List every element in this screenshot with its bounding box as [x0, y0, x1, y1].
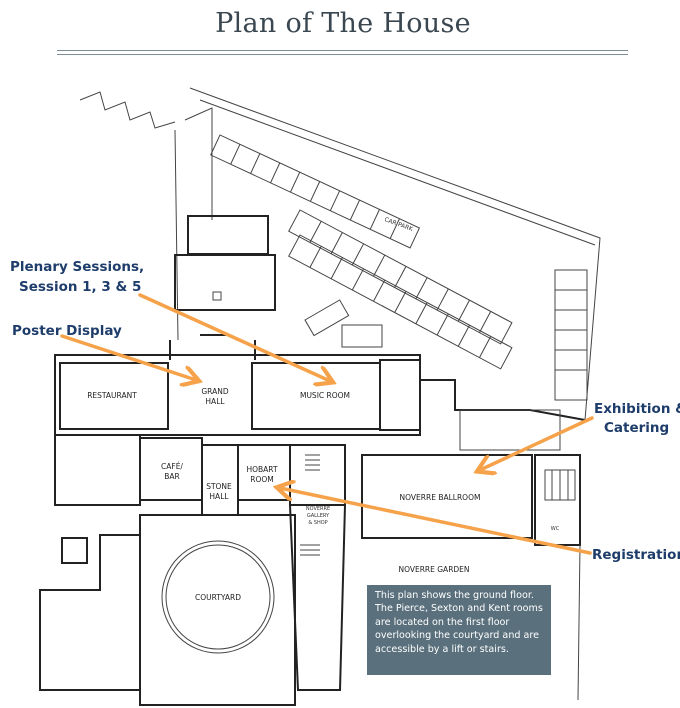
- label-gallery-2: GALLERY: [307, 513, 330, 519]
- label-grand-hall-1: GRAND: [201, 387, 228, 396]
- southwest-annex: [61, 537, 88, 564]
- label-stone-1: STONE: [206, 482, 232, 491]
- lodge-building: [187, 215, 269, 255]
- title-rule-top: [57, 50, 628, 51]
- street-edge: [79, 91, 176, 129]
- arrow-poster-display: [60, 334, 196, 380]
- page-title: Plan of The House: [215, 8, 471, 39]
- label-gallery-1: NOVERRE: [306, 506, 330, 512]
- car-park-inner: [199, 99, 596, 246]
- wc-block: [459, 409, 561, 451]
- car-park-west: [174, 107, 213, 341]
- label-wc: WC: [551, 526, 560, 532]
- info-box: This plan shows the ground floor. The Pi…: [367, 585, 551, 675]
- label-ballroom: NOVERRE BALLROOM: [400, 493, 481, 502]
- label-grand-hall-2: HALL: [205, 397, 225, 406]
- callout-plenary-2: Session 1, 3 & 5: [19, 279, 141, 295]
- callout-plenary-1: Plenary Sessions,: [10, 259, 144, 275]
- label-hobart-1: HOBART: [246, 465, 277, 474]
- courtyard-circle: [161, 540, 275, 654]
- callout-poster: Poster Display: [12, 323, 122, 339]
- callout-exhibition-1: Exhibition &: [594, 401, 680, 417]
- callout-registration: Registration: [592, 547, 680, 563]
- east-boundary: [577, 544, 581, 701]
- label-stone-2: HALL: [209, 492, 229, 501]
- parking-bays: [210, 134, 588, 401]
- stairs: [300, 454, 576, 556]
- arrow-exhibition: [480, 416, 594, 470]
- arrow-plenary: [138, 293, 330, 381]
- label-cafe-2: BAR: [164, 472, 180, 481]
- southwest-building: [39, 534, 141, 691]
- lift-shaft: [212, 291, 222, 301]
- callout-exhibition-2: Catering: [604, 420, 669, 436]
- label-hobart-2: ROOM: [250, 475, 274, 484]
- label-restaurant: RESTAURANT: [87, 391, 137, 400]
- arrow-registration: [280, 488, 592, 555]
- courtyard-circle-inner: [165, 544, 271, 650]
- label-gallery-3: & SHOP: [308, 520, 327, 526]
- label-cafe-1: CAFÉ/: [161, 462, 183, 471]
- car-park-boundary: [189, 87, 601, 421]
- label-garden: NOVERRE GARDEN: [398, 565, 469, 574]
- label-music-room: MUSIC ROOM: [300, 391, 350, 400]
- north-wing: [174, 254, 276, 311]
- ballroom-walls: [361, 454, 533, 539]
- title-rule-bottom: [57, 54, 628, 55]
- label-courtyard: COURTYARD: [195, 593, 241, 602]
- main-building: [54, 334, 586, 691]
